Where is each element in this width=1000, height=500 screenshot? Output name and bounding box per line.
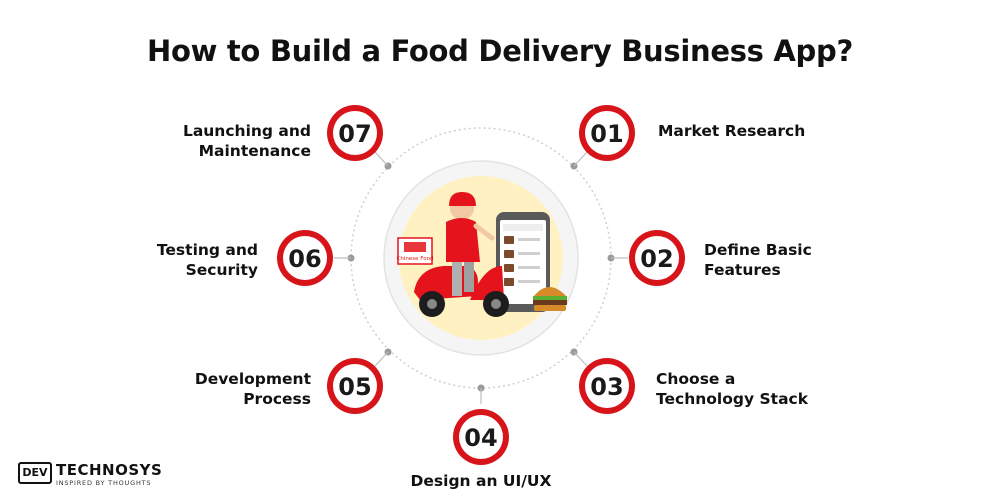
step-label-line: Maintenance	[198, 142, 311, 160]
step-label-line: Choose a	[656, 370, 736, 388]
step-badge-01: 01	[579, 105, 635, 161]
step-label-03: Choose a Technology Stack	[656, 369, 808, 409]
step-badge-04: 04	[453, 409, 509, 465]
connector	[374, 151, 389, 167]
step-number-04: 04	[464, 424, 497, 452]
step-label-line: Launching and	[182, 122, 311, 140]
step-badge-06: 06	[277, 230, 333, 286]
step-number-06: 06	[288, 245, 321, 273]
step-label-line: Security	[185, 261, 258, 279]
step-label-02: Define Basic Features	[704, 240, 812, 280]
connector	[374, 351, 389, 367]
step-label-04: Design an UI/UX	[381, 471, 581, 491]
step-label-06: Testing and Security	[58, 240, 258, 280]
connector-lines	[334, 151, 628, 404]
connector	[573, 351, 588, 367]
phone-icon	[496, 212, 550, 312]
step-badge-02: 02	[629, 230, 685, 286]
step-badge-05: 05	[327, 358, 383, 414]
logo-brand: TECHNOSYS	[56, 461, 163, 479]
step-label-05: Development Process	[111, 369, 311, 409]
step-number-02: 02	[640, 245, 673, 273]
step-label-line: Market Research	[658, 122, 806, 140]
step-label-line: Design an UI/UX	[410, 472, 552, 490]
step-badge-03: 03	[579, 358, 635, 414]
step-label-line: Define Basic	[704, 241, 812, 259]
logo-tagline: INSPIRED BY THOUGHTS	[56, 479, 152, 487]
devtechnosys-logo: DEV TECHNOSYS INSPIRED BY THOUGHTS	[18, 461, 168, 491]
step-label-line: Process	[243, 390, 311, 408]
step-label-line: Development	[194, 370, 311, 388]
step-number-07: 07	[338, 120, 371, 148]
logo-mark: DEV	[18, 462, 52, 484]
step-label-line: Technology Stack	[656, 390, 809, 408]
burger-icon	[533, 287, 567, 311]
page-title: How to Build a Food Delivery Business Ap…	[146, 34, 853, 68]
food-box-text: Chinese Food	[397, 256, 434, 262]
center-illustration: Chinese Food	[383, 160, 579, 356]
step-label-01: Market Research	[658, 121, 805, 141]
step-label-line: Features	[704, 261, 781, 279]
step-label-line: Testing and	[156, 241, 258, 259]
step-label-07: Launching and Maintenance	[111, 121, 311, 161]
delivery-rider-icon	[446, 192, 495, 296]
step-number-03: 03	[590, 373, 623, 401]
step-number-05: 05	[338, 373, 371, 401]
step-number-01: 01	[590, 120, 623, 148]
step-badge-07: 07	[327, 105, 383, 161]
connector	[573, 151, 588, 167]
